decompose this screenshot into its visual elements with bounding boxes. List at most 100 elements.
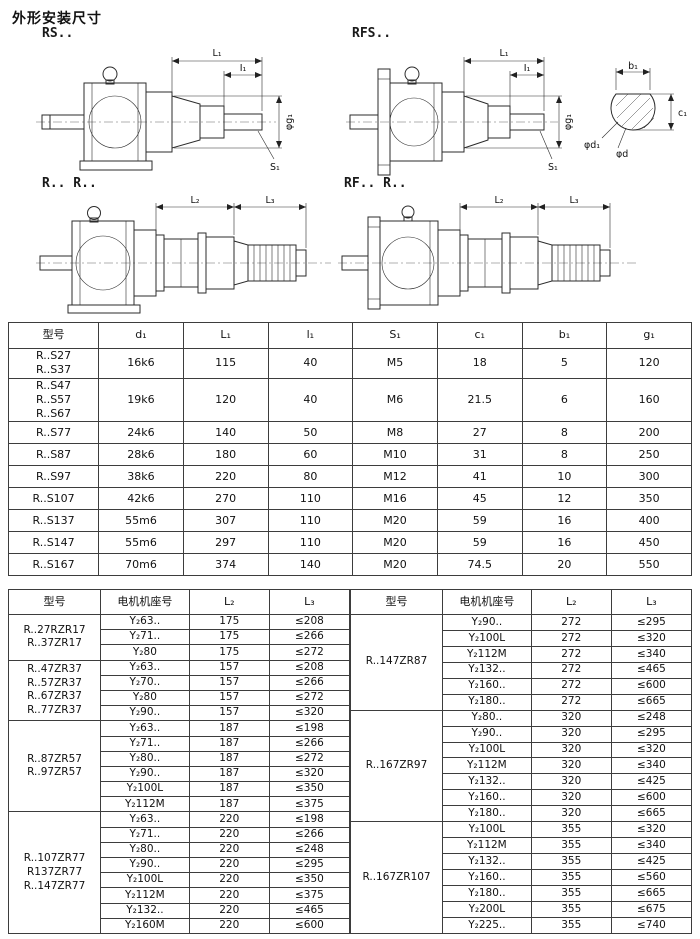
value-cell: 355 [530, 821, 612, 839]
value-cell: 355 [530, 837, 612, 855]
section-dim-d: φd [616, 149, 628, 158]
table-row: Y₂225..355≤740 [351, 916, 693, 935]
column-header: l₁ [267, 322, 354, 349]
table-row: Y₂180..320≤665 [351, 805, 693, 823]
model-cell: R..S77 [7, 421, 100, 445]
value-cell: 55m6 [98, 531, 184, 555]
value-cell: ≤560 [610, 869, 693, 886]
value-cell: ≤340 [610, 837, 693, 855]
lifting-eye-icon [102, 66, 118, 82]
rfs-drawing: L₁ I₁ φg₁ S₁ [346, 48, 574, 176]
value-cell: 220 [188, 917, 270, 935]
column-header: L₂ [530, 589, 612, 615]
lifting-eye-icon [401, 205, 415, 219]
rfs-dim-l1: I₁ [524, 63, 531, 74]
value-cell: 200 [606, 421, 692, 445]
value-cell: 355 [530, 900, 612, 918]
value-cell: 42k6 [98, 487, 184, 511]
value-cell: 60 [267, 443, 354, 467]
rfr-dim-L3: L₃ [569, 195, 578, 206]
value-cell: M8 [352, 421, 438, 445]
table-row: Y₂160..320≤600 [351, 789, 693, 807]
value-cell: 157 [188, 674, 270, 691]
value-cell: 24k6 [98, 421, 184, 445]
table-row: Y₂80..187≤272 [9, 750, 351, 767]
value-cell: ≤266 [268, 735, 351, 752]
value-cell: 355 [530, 884, 612, 902]
value-cell: 272 [530, 629, 612, 647]
value-cell: 20 [521, 553, 608, 577]
column-header: S₁ [352, 322, 438, 349]
value-cell: 74.5 [436, 553, 523, 577]
column-header: L₃ [268, 589, 351, 615]
value-cell: 27 [436, 421, 523, 445]
model-name: R..67ZR37 [27, 690, 82, 703]
value-cell: Y₂80.. [100, 841, 190, 859]
lifting-eye-icon [404, 66, 420, 82]
rs-dim-S1: S₁ [270, 162, 280, 173]
value-cell: Y₂160M [100, 917, 190, 935]
model-name: R..47ZR37 [27, 663, 82, 676]
table-row: Y₂71..187≤266 [9, 735, 351, 752]
value-cell: 187 [188, 750, 270, 767]
value-cell: 8 [521, 443, 608, 467]
column-header: 电机机座号 [100, 589, 190, 615]
value-cell: M6 [352, 377, 438, 423]
value-cell: Y₂71.. [100, 826, 190, 843]
table-row: Y₂90..320≤295 [351, 725, 693, 743]
value-cell: 41 [436, 465, 523, 489]
value-cell: 175 [188, 613, 270, 631]
value-cell: M20 [352, 531, 438, 555]
value-cell: Y₂132.. [100, 902, 190, 919]
drawing-rfs: RFS.. L₁ I₁ φg₁ [346, 26, 576, 181]
rs-dim-l1: I₁ [240, 63, 247, 74]
value-cell: 400 [606, 509, 692, 533]
column-header: L₂ [188, 589, 270, 615]
value-cell: 320 [530, 805, 612, 823]
value-cell: 70m6 [98, 553, 184, 577]
value-cell: ≤295 [268, 856, 351, 874]
rr-dim-L3: L₃ [265, 195, 274, 206]
value-cell: 10 [521, 465, 608, 489]
value-cell: 140 [182, 421, 269, 445]
value-cell: 320 [530, 709, 612, 727]
value-cell: 18 [436, 348, 523, 379]
column-header: 型号 [349, 589, 444, 615]
model-name: R..S167 [32, 557, 75, 571]
value-cell: Y₂180.. [442, 805, 532, 823]
value-cell: 50 [267, 421, 354, 445]
value-cell: 16k6 [98, 348, 184, 379]
drawing-rr: R.. R.. [36, 176, 336, 317]
value-cell: ≤320 [610, 629, 693, 647]
value-cell: ≤740 [610, 916, 693, 935]
column-header: c₁ [436, 322, 523, 349]
value-cell: 40 [267, 348, 354, 379]
model-cell: R..S107 [7, 487, 100, 511]
value-cell: 55m6 [98, 509, 184, 533]
model-name: R..87ZR57 [27, 752, 82, 765]
model-name: R..147ZR87 [365, 655, 428, 668]
model-name: R..167ZR97 [365, 759, 428, 772]
value-cell: 110 [267, 509, 354, 533]
value-cell: ≤295 [610, 725, 693, 743]
rfs-dim-g1: φg₁ [563, 114, 574, 130]
rfs-dim-S1: S₁ [548, 162, 558, 173]
value-cell: Y₂80 [100, 689, 190, 707]
value-cell: 220 [188, 841, 270, 859]
value-cell: 320 [530, 725, 612, 743]
value-cell: ≤340 [610, 645, 693, 663]
model-name: R..27RZR17 [23, 623, 86, 636]
value-cell: Y₂112M [442, 645, 532, 663]
column-header: d₁ [98, 322, 184, 349]
value-cell: Y₂200L [442, 900, 532, 918]
value-cell: Y₂132.. [442, 853, 532, 870]
